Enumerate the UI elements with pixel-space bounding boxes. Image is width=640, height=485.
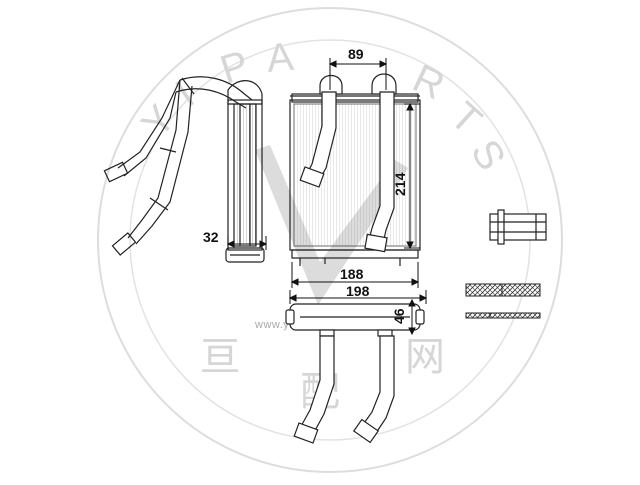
detail-pipe-end [489, 209, 547, 245]
watermark-v-logo [255, 145, 408, 305]
front-right-pipe-end [364, 233, 388, 253]
bottom-left-pipe-end [293, 422, 319, 444]
watermark-letter: P [215, 42, 254, 92]
dimension-32 [226, 236, 268, 250]
watermark-letter: S [462, 133, 513, 178]
front-view-pipes [299, 73, 397, 253]
dimension-46-label: 46 [391, 308, 407, 324]
fin-strip-lower [465, 312, 541, 319]
dimension-198 [288, 290, 428, 304]
watermark-letter: T [442, 94, 490, 143]
bottom-view [285, 303, 425, 444]
watermark-cjk-right: 网 [405, 334, 445, 380]
dimension-188 [290, 262, 420, 288]
dimension-89 [328, 58, 388, 90]
dimension-214 [404, 102, 420, 250]
front-left-pipe-end [299, 166, 325, 188]
side-view-core [225, 80, 265, 263]
dimension-89-label: 89 [348, 46, 364, 62]
side-pipe-end-top [103, 161, 129, 183]
dimension-32-label: 32 [203, 229, 219, 245]
watermark-outer-ring [97, 7, 563, 473]
watermark-letter: A [265, 35, 296, 81]
fin-strip-upper [465, 283, 541, 297]
side-pipe-end-bottom [111, 232, 137, 256]
watermark-cjk-left: 亘 [200, 334, 240, 380]
side-view-pipes [103, 76, 253, 256]
detail-fin-strips [465, 283, 541, 319]
dimension-198-label: 198 [346, 283, 370, 299]
dimension-214-label: 214 [392, 172, 408, 196]
bottom-right-pipe-end [352, 418, 380, 444]
dimension-188-label: 188 [340, 266, 364, 282]
dimension-46 [408, 298, 416, 336]
